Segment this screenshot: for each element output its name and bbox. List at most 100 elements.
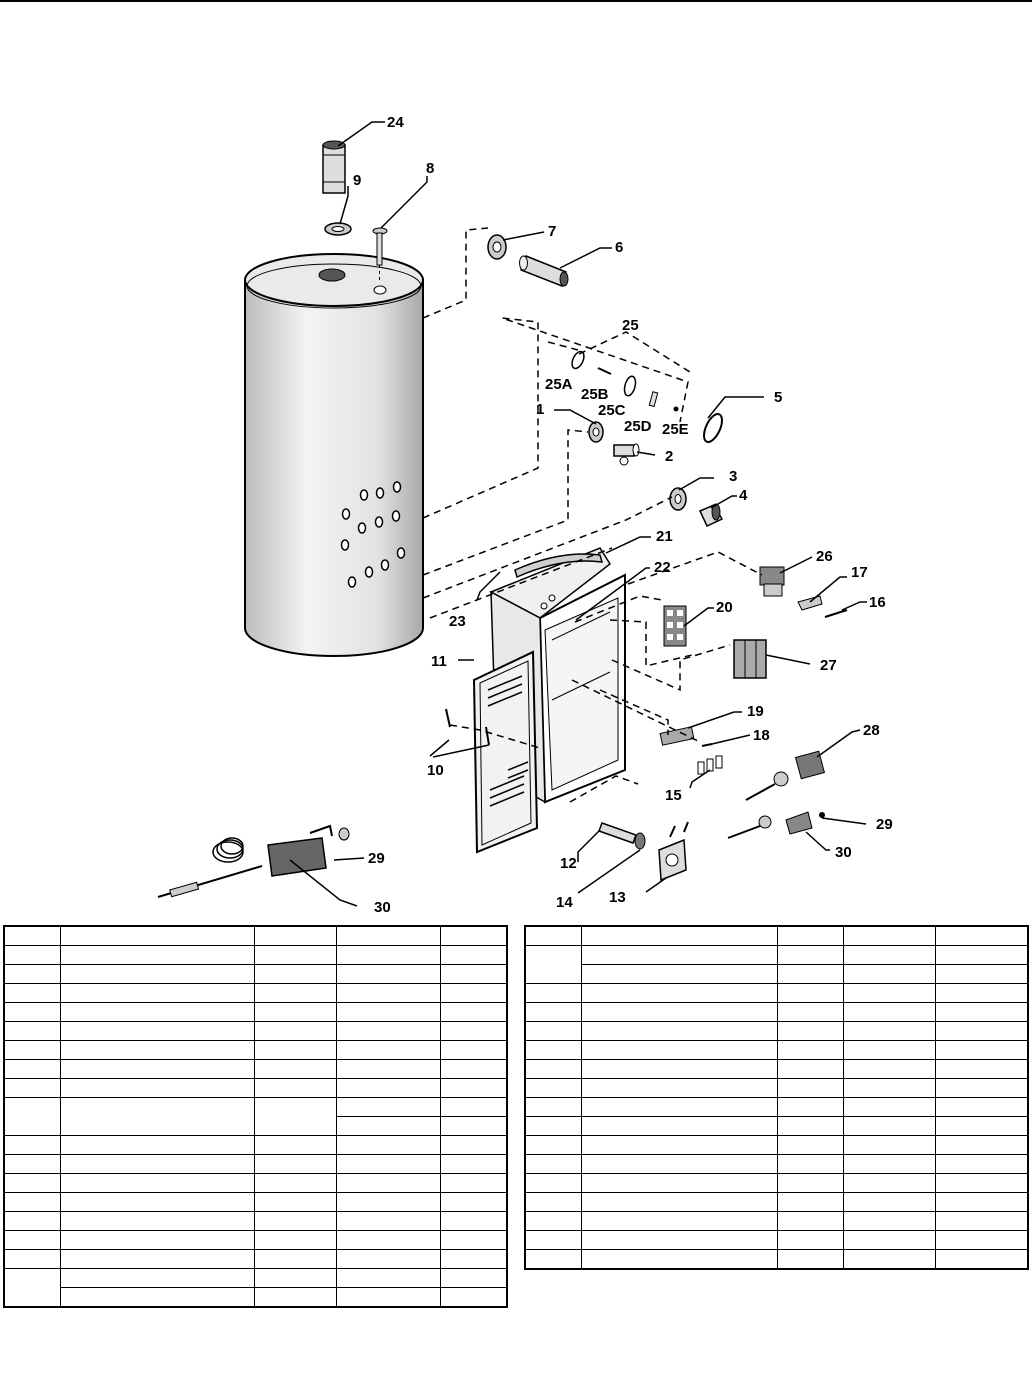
callout-21: 21: [656, 528, 673, 545]
table-row: [524, 1249, 1029, 1270]
table-row: [524, 1002, 1029, 1022]
part-19-terminal-strip: [659, 726, 695, 746]
top-rule: [0, 0, 1032, 2]
callout-1: 1: [536, 401, 544, 418]
callout-16: 16: [869, 594, 886, 611]
water-heater-tank: [244, 253, 424, 657]
callout-22: 22: [654, 559, 671, 576]
part-29-30-thermostat-left: [157, 824, 350, 898]
callout-30-left: 30: [374, 899, 391, 916]
part-6-nipple: [519, 255, 569, 287]
table-row: [3, 1002, 508, 1022]
table-row: [3, 1154, 508, 1174]
table-row: [3, 1059, 508, 1079]
part-4-nipple: [698, 503, 724, 527]
part-29-30-thermostat-right: [727, 811, 825, 839]
exploded-parts-diagram: 24 9 8 7 6 25 25A 25B 25C 25D 25E 1 2 5 …: [157, 114, 893, 916]
callout-15: 15: [665, 787, 682, 804]
table-row: [3, 1230, 508, 1250]
callout-5: 5: [774, 389, 782, 406]
table-row: [524, 1097, 1029, 1117]
part-17-bracket: [797, 595, 823, 611]
table-row: [524, 1211, 1029, 1231]
callout-25a: 25A: [545, 376, 573, 393]
callout-24: 24: [387, 114, 404, 131]
table-row: [524, 925, 1029, 946]
callout-9: 9: [353, 172, 361, 189]
part-9-washer: [324, 222, 352, 236]
callout-29-right: 29: [876, 816, 893, 833]
table-row: [3, 1173, 508, 1193]
callout-25: 25: [622, 317, 639, 334]
part-1-washer: [588, 421, 604, 443]
table-row: [524, 1154, 1029, 1174]
table-row: [524, 1078, 1029, 1098]
part-21-control-box: [489, 547, 626, 804]
callout-12: 12: [560, 855, 577, 872]
table-row: [3, 1135, 508, 1155]
callout-8: 8: [426, 160, 434, 177]
callout-labels: 24 9 8 7 6 25 25A 25B 25C 25D 25E 1 2 5 …: [353, 114, 893, 916]
table-row: [524, 945, 1029, 984]
callout-25b: 25B: [581, 386, 609, 403]
part-20-terminal-block: [663, 605, 687, 647]
table-row: [524, 1059, 1029, 1079]
callout-25c: 25C: [598, 402, 626, 419]
table-row: [3, 1268, 508, 1308]
table-row: [525, 964, 1029, 984]
callout-20: 20: [716, 599, 733, 616]
part-24-nipple: [322, 140, 346, 194]
table-row: [3, 1249, 508, 1269]
callout-11: 11: [431, 653, 447, 670]
part-8-anode: [372, 227, 388, 282]
table-row: [3, 1097, 508, 1136]
assembly-dashed-lines: [422, 227, 763, 803]
callout-3: 3: [729, 468, 737, 485]
table-row: [4, 1287, 508, 1308]
table-row: [524, 1040, 1029, 1060]
parts-table-right: [524, 925, 1029, 1270]
part-27-contactor: [733, 639, 767, 679]
table-row: [3, 1078, 508, 1098]
table-row: [524, 1192, 1029, 1212]
part-16-screw: [824, 609, 848, 618]
table-row: [3, 945, 508, 965]
leader-lines: [289, 121, 867, 907]
part-14-gasket: [634, 832, 646, 850]
callout-26: 26: [816, 548, 833, 565]
table-row: [3, 983, 508, 1003]
table-row: [524, 1135, 1029, 1155]
table-row: [3, 925, 508, 946]
part-12-element: [598, 822, 637, 844]
part-26-switch: [759, 566, 785, 597]
callout-23: 23: [449, 613, 466, 630]
callout-17: 17: [851, 564, 868, 581]
table-row: [524, 1021, 1029, 1041]
callout-13: 13: [609, 889, 626, 906]
part-5-gasket: [703, 413, 723, 443]
part-13-bracket: [658, 821, 689, 882]
part-25-group: [571, 350, 679, 412]
table-row: [524, 1173, 1029, 1193]
callout-27: 27: [820, 657, 837, 674]
callout-29-left: 29: [368, 850, 385, 867]
callout-25e: 25E: [662, 421, 689, 438]
callout-2: 2: [665, 448, 673, 465]
callout-28: 28: [863, 722, 880, 739]
part-11-door: [472, 650, 539, 854]
part-18-screw: [701, 743, 713, 747]
callout-18: 18: [753, 727, 770, 744]
callout-19: 19: [747, 703, 764, 720]
table-row: [3, 1040, 508, 1060]
part-15-fuses: [697, 755, 723, 775]
table-row: [3, 1211, 508, 1231]
part-28-thermostat: [745, 750, 826, 801]
callout-6: 6: [615, 239, 623, 256]
callout-25d: 25D: [624, 418, 652, 435]
table-row: [3, 964, 508, 984]
callout-7: 7: [548, 223, 556, 240]
table-row: [3, 1021, 508, 1041]
callout-10: 10: [427, 762, 444, 779]
part-3-washer: [669, 487, 687, 511]
part-7-washer: [487, 234, 507, 260]
